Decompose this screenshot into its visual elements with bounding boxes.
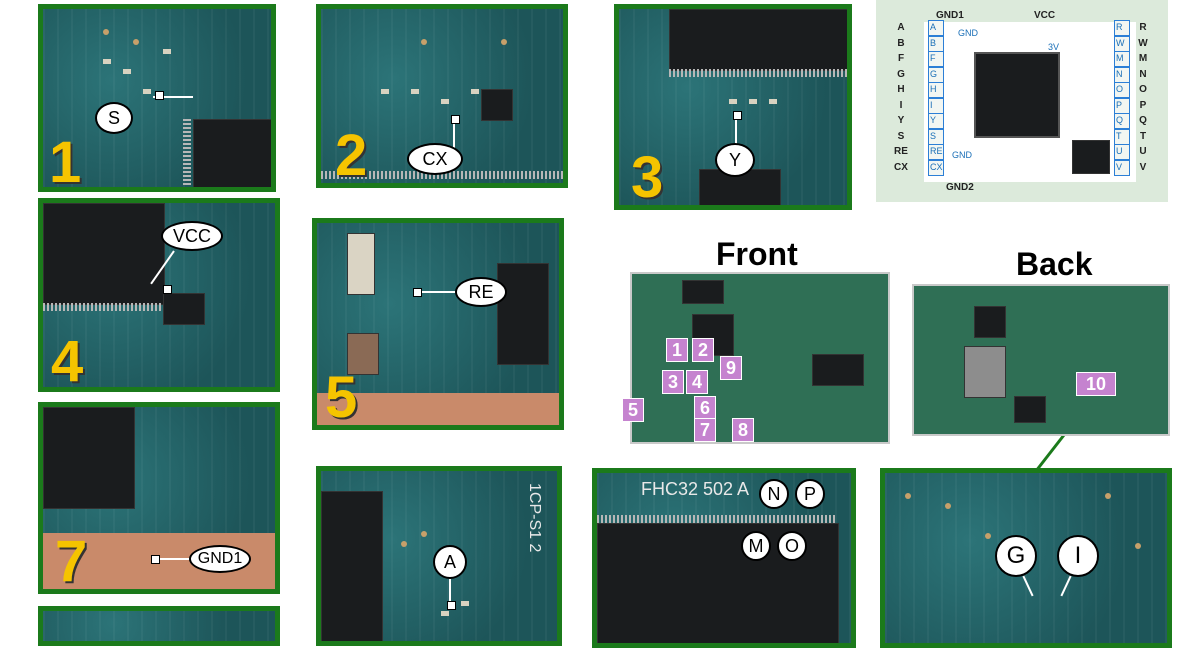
pad-label-left-re: RE: [930, 146, 943, 156]
front-tag-6: 6: [694, 396, 716, 420]
pin-right-t: T: [1139, 130, 1147, 142]
panel-number: 3: [631, 145, 664, 210]
photo-panel-nopm: FHC32 502 A N P M O: [592, 468, 856, 648]
pin-left-y: Y: [897, 115, 905, 126]
pad-label-right-w: W: [1116, 37, 1125, 48]
front-tag-4: 4: [686, 370, 708, 394]
pad-label-right-o: O: [1116, 84, 1124, 94]
front-tag-1: 1: [666, 338, 688, 362]
pin-left-f: F: [897, 53, 905, 64]
pin-right-q: Q: [1139, 115, 1147, 126]
pin-label-s: S: [95, 102, 133, 134]
pin-label-o: O: [777, 531, 807, 561]
pin-label-y: Y: [715, 143, 755, 177]
pin-left-h: H: [897, 84, 905, 95]
chip-marking: FHC32 502 A: [641, 479, 750, 499]
pin-right-o: O: [1139, 84, 1147, 95]
pad-label-left-g: G: [930, 68, 938, 79]
front-title: Front: [716, 236, 798, 272]
pin-label-m: M: [741, 531, 771, 561]
pad-label-right-p: P: [1116, 99, 1123, 110]
pin-right-r: R: [1139, 22, 1147, 33]
front-tag-2: 2: [692, 338, 714, 362]
front-tag-7: 7: [694, 418, 716, 442]
gnd2-label: GND2: [946, 182, 974, 193]
pin-label-i: I: [1057, 535, 1099, 577]
pin-left-re: RE: [894, 146, 908, 157]
pad-label-right-r: R: [1116, 22, 1123, 32]
pin-label-n: N: [759, 479, 789, 509]
pin-label-vcc: VCC: [161, 221, 223, 251]
back-tag-10: 10: [1076, 372, 1116, 396]
pad-label-right-n: N: [1116, 68, 1123, 79]
pin-right-v: V: [1139, 161, 1147, 173]
pcb-silkscreen-text: 1CP-S1 2: [526, 483, 543, 553]
pad-label-left-a: A: [930, 22, 937, 32]
photo-panel-7: GND1 7: [38, 402, 280, 594]
front-tag-3: 3: [662, 370, 684, 394]
pad-label-right-u: U: [1116, 146, 1123, 156]
back-title: Back: [1016, 246, 1093, 282]
photo-panel-partial: [38, 606, 280, 646]
pin-label-p: P: [795, 479, 825, 509]
pin-right-p: P: [1139, 99, 1147, 111]
panel-number: 2: [335, 123, 368, 188]
pin-left-g: G: [897, 68, 905, 80]
pin-label-re: RE: [455, 277, 507, 307]
pad-label-left-h: H: [930, 84, 937, 94]
photo-panel-5: RE 5: [312, 218, 564, 430]
pad-label-right-t: T: [1116, 130, 1122, 141]
panel-number: 4: [51, 329, 84, 392]
back-board: [912, 284, 1170, 436]
pad-label-left-f: F: [930, 53, 936, 63]
pad-left-cx: [928, 159, 944, 176]
photo-panel-3: Y 3: [614, 4, 852, 210]
pad-label-left-y: Y: [930, 115, 937, 125]
pad-right-v: [1114, 159, 1130, 176]
photo-panel-4: VCC 4: [38, 198, 280, 392]
pad-label-left-i: I: [930, 99, 933, 110]
pin-label-gnd1: GND1: [189, 545, 251, 573]
pin-right-u: U: [1139, 146, 1147, 157]
pad-label-left-s: S: [930, 130, 937, 141]
panel-number: 5: [325, 365, 358, 430]
pin-right-w: W: [1138, 37, 1148, 49]
panel-number: 1: [49, 130, 82, 192]
pin-label-g: G: [995, 535, 1037, 577]
inner-gnd-bottom: GND: [952, 150, 972, 160]
mod-chip: [974, 52, 1060, 138]
front-tag-8: 8: [732, 418, 754, 442]
secondary-chip: [1072, 140, 1110, 174]
photo-panel-gi: G I: [880, 468, 1172, 648]
inner-3v: 3V: [1048, 42, 1060, 52]
photo-panel-1: S 1: [38, 4, 276, 192]
front-tag-9: 9: [720, 356, 742, 380]
pad-label-right-m: M: [1116, 53, 1124, 63]
pin-left-a: A: [897, 22, 905, 33]
pad-label-right-q: Q: [1116, 115, 1124, 125]
pin-left-i: I: [899, 99, 903, 111]
photo-panel-a: 1CP-S1 2 A: [316, 466, 562, 646]
pad-label-left-b: B: [930, 37, 937, 48]
ic-chip: [193, 119, 271, 187]
pin-left-b: B: [897, 37, 905, 49]
inner-gnd-top: GND: [958, 28, 978, 38]
pin-left-s: S: [897, 130, 905, 142]
gnd1-label: GND1: [936, 10, 964, 21]
pad-label-right-v: V: [1116, 161, 1123, 172]
vcc-label: VCC: [1034, 10, 1056, 21]
pin-label-cx: CX: [407, 143, 463, 175]
pin-right-n: N: [1139, 68, 1147, 80]
pin-label-a: A: [433, 545, 467, 579]
photo-panel-2: CX 2: [316, 4, 568, 188]
pad-label-left-cx: CX: [930, 161, 943, 172]
pin-left-cx: CX: [894, 161, 908, 173]
pin-right-m: M: [1138, 53, 1148, 64]
panel-number: 7: [55, 529, 88, 594]
front-tag-5: 5: [622, 398, 644, 422]
